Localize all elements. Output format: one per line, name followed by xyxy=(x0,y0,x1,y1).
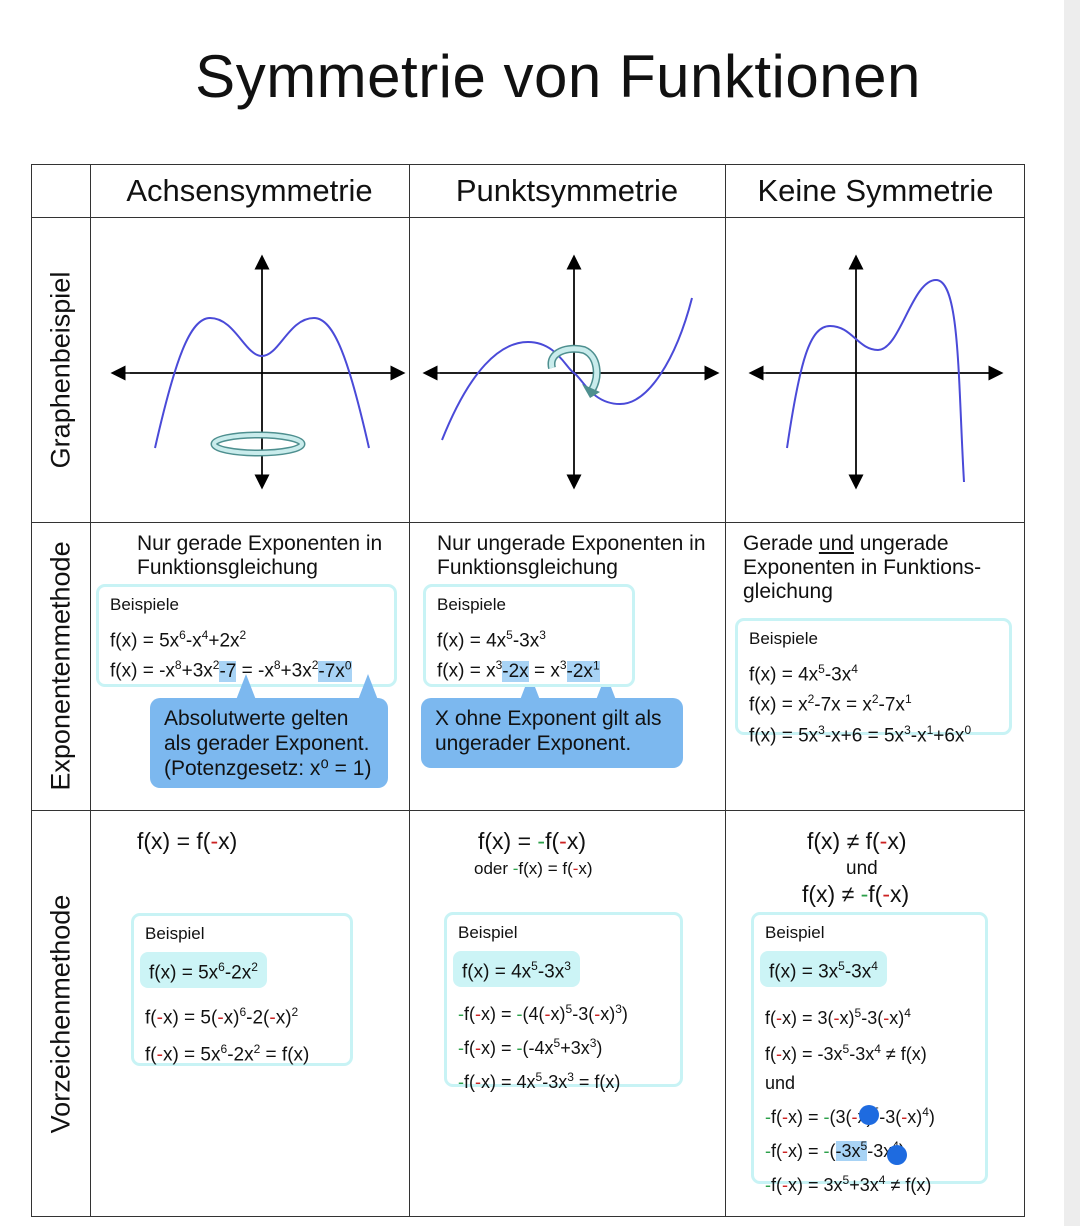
equation: f(x) = 5x6-2x2 xyxy=(140,952,350,989)
column-header-achsensymmetrie: Achsensymmetrie xyxy=(126,173,373,208)
rule-keine-und: und xyxy=(846,858,878,879)
equation: f(x) = 3x5-3x4 xyxy=(760,951,985,988)
und-label: und xyxy=(765,1073,796,1094)
axes-keine-symmetrie xyxy=(748,254,1004,490)
box-title: Beispiel xyxy=(458,923,518,942)
curve-punktsymmetrie xyxy=(441,297,693,441)
equation: f(-x) = -3x5-3x4 ≠ f(x) xyxy=(765,1042,927,1065)
examples-box-punkt: Beispiele f(x) = 4x5-3x3 f(x) = x3-2x = … xyxy=(423,584,635,687)
equation: f(x) = 5x3-x+6 = 5x3-x1+6x0 xyxy=(749,722,972,746)
rule-achsen: f(x) = f(-x) xyxy=(137,828,238,854)
box-title: Beispiel xyxy=(765,923,825,942)
symmetry-table: Achsensymmetrie Punktsymmetrie Keine Sym… xyxy=(31,164,1025,1217)
equation: -f(-x) = -(-4x5+3x3) xyxy=(458,1036,603,1059)
equation: f(x) = 4x5-3x3 xyxy=(437,628,546,652)
intro-keine: Gerade und ungerade Exponenten in Funkti… xyxy=(743,532,982,603)
equation: f(x) = x2-7x = x2-7x1 xyxy=(749,692,912,716)
callout-absolutwerte: Absolutwerte gelten als gerader Exponent… xyxy=(150,698,388,788)
selection-handle-start[interactable] xyxy=(859,1105,879,1125)
examples-box-keine: Beispiele f(x) = 4x5-3x4 f(x) = x2-7x = … xyxy=(735,618,1012,746)
box-title: Beispiele xyxy=(749,629,818,648)
column-header-punktsymmetrie: Punktsymmetrie xyxy=(455,173,679,208)
example-box-keine: Beispiel f(x) = 3x5-3x4 f(-x) = 3(-x)5-3… xyxy=(751,912,988,1195)
page-title: Symmetrie von Funktionen xyxy=(195,43,921,110)
equation: f(x) = x3-2x = x3-2x1 xyxy=(437,658,600,682)
rule-keine-2: f(x) ≠ -f(-x) xyxy=(802,881,910,907)
example-box-achsen: Beispiel f(x) = 5x6-2x2 f(-x) = 5(-x)6-2… xyxy=(131,913,353,1066)
equation: f(x) = 4x5-3x3 xyxy=(453,951,680,988)
equation: -f(-x) = 4x5-3x3 = f(x) xyxy=(458,1070,621,1093)
rule-keine-1: f(x) ≠ f(-x) xyxy=(807,828,907,854)
axes-achsensymmetrie xyxy=(110,254,406,490)
equation: f(-x) = 5(-x)6-2(-x)2 xyxy=(145,1005,299,1029)
example-box-punkt: Beispiel f(x) = 4x5-3x3 -f(-x) = -(4(-x)… xyxy=(444,912,683,1092)
box-title: Beispiel xyxy=(145,924,205,943)
curve-keine-symmetrie xyxy=(786,278,965,483)
page-edge xyxy=(1064,0,1080,1226)
callout-x-ohne-exponent: X ohne Exponent gilt als ungerader Expon… xyxy=(421,698,683,768)
box-title: Beispiele xyxy=(110,595,179,614)
equation: f(x) = -x8+3x2-7 = -x8+3x2-7x0 xyxy=(110,658,352,682)
box-title: Beispiele xyxy=(437,595,506,614)
equation: -f(-x) = -(-3x5-3x4) xyxy=(765,1139,905,1162)
rule-punkt: f(x) = -f(-x) xyxy=(478,828,586,854)
intro-punkt: Nur ungerade Exponenten in Funktionsglei… xyxy=(437,532,706,579)
equation: -f(-x) = -(4(-x)5-3(-x)3) xyxy=(458,1002,628,1025)
equation: -f(-x) = 3x5+3x4 ≠ f(x) xyxy=(765,1173,932,1196)
column-header-keine-symmetrie: Keine Symmetrie xyxy=(757,173,994,208)
point-rotation-arrow-icon xyxy=(547,344,601,398)
curve-achsensymmetrie xyxy=(154,316,370,449)
rotation-arrow-icon xyxy=(210,431,306,457)
equation: f(x) = 5x6-x4+2x2 xyxy=(110,628,247,652)
equation: f(x) = 4x5-3x4 xyxy=(749,662,858,686)
intro-achsen: Nur gerade Exponenten in Funktionsgleich… xyxy=(137,532,383,579)
equation: f(-x) = 5x6-2x2 = f(x) xyxy=(145,1041,310,1065)
equation: -f(-x) = -(3(-x)5-3(-x)4) xyxy=(765,1105,935,1128)
rule-punkt-alt: oder -f(x) = f(-x) xyxy=(474,859,593,878)
equation: f(-x) = 3(-x)5-3(-x)4 xyxy=(765,1006,911,1029)
selection-handle-end[interactable] xyxy=(887,1145,907,1165)
